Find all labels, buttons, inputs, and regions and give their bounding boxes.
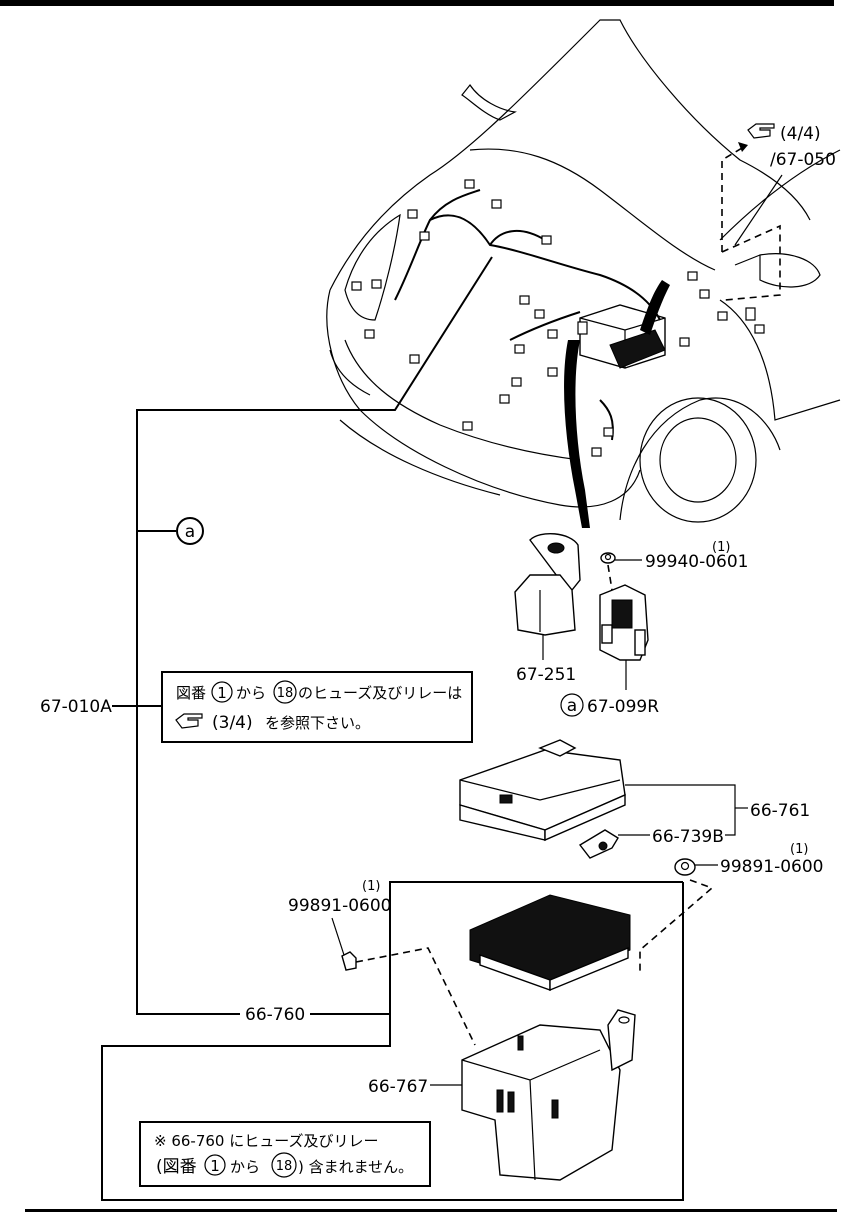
bracket-part xyxy=(461,1009,636,1181)
svg-text:(3/4): (3/4) xyxy=(212,713,253,733)
svg-text:(図番: (図番 xyxy=(156,1157,197,1177)
circle-a-marker xyxy=(176,517,204,545)
bracket-label: 66-767 xyxy=(368,1077,428,1097)
ref-upper-label: (4/4) xyxy=(780,124,821,144)
svg-text:から: から xyxy=(236,684,266,702)
pointing-hand-icon xyxy=(175,713,203,729)
harness-leader xyxy=(136,256,493,1015)
svg-text:18: 18 xyxy=(276,1159,293,1174)
nut-upper-qty: (1) xyxy=(712,540,730,555)
nut-upper-part xyxy=(600,552,616,564)
bottom-border xyxy=(25,1209,837,1212)
latch-label: 66-739B xyxy=(652,827,724,847)
nut-left-qty: (1) xyxy=(362,879,380,894)
svg-text:1: 1 xyxy=(217,684,227,702)
fuse-block-label: 66-760 xyxy=(245,1005,305,1025)
fuse-box-cover-part xyxy=(459,739,626,842)
fuse-block-part xyxy=(469,894,631,992)
latch-part xyxy=(578,829,619,859)
note-box-1 xyxy=(161,671,473,743)
note-box-2 xyxy=(139,1121,431,1187)
harness-label: 67-010A xyxy=(40,697,112,717)
svg-text:※ 66-760 にヒューズ及びリレー: ※ 66-760 にヒューズ及びリレー xyxy=(154,1132,379,1150)
nut-left-part xyxy=(341,951,357,971)
svg-text:1: 1 xyxy=(210,1157,220,1175)
svg-text:から: から xyxy=(230,1158,260,1176)
nut-right-label: 99891-0600 xyxy=(720,857,823,877)
fuse-block-leader xyxy=(310,881,683,1015)
nut-right-part xyxy=(674,858,696,876)
cover-label: 67-251 xyxy=(516,665,576,685)
car-illustration xyxy=(326,19,841,528)
terminal-part xyxy=(599,584,649,661)
terminal-label: 67-099R xyxy=(587,697,659,717)
terminal-cover-part xyxy=(514,533,581,636)
note-2: ※ 66-760 にヒューズ及びリレー (図番 1 から 18 ) 含まれません… xyxy=(154,1132,413,1178)
note-1: 図番 1 から 18 のヒューズ及びリレーは (3/4) を参照下さい。 xyxy=(175,680,462,733)
pointing-hand-icon xyxy=(747,123,775,139)
svg-text:18: 18 xyxy=(277,686,294,701)
ref-upper-dashed xyxy=(721,147,743,252)
svg-text:) 含まれません。: ) 含まれません。 xyxy=(298,1158,413,1176)
nut-left-label: 99891-0600 xyxy=(288,896,391,916)
nut-upper-label: 99940-0601 xyxy=(645,552,748,572)
fuse-cover-label: 66-761 xyxy=(750,801,810,821)
circle-a-text: a xyxy=(185,522,195,542)
ref-upper-code: /67-050 xyxy=(770,150,836,170)
top-border xyxy=(0,0,834,6)
svg-text:a: a xyxy=(567,696,577,716)
circle-a-marker xyxy=(560,693,584,717)
svg-text:図番: 図番 xyxy=(176,684,206,702)
svg-text:のヒューズ及びリレーは: のヒューズ及びリレーは xyxy=(298,684,462,702)
svg-text:を参照下さい。: を参照下さい。 xyxy=(265,714,370,732)
nut-right-qty: (1) xyxy=(790,842,808,857)
